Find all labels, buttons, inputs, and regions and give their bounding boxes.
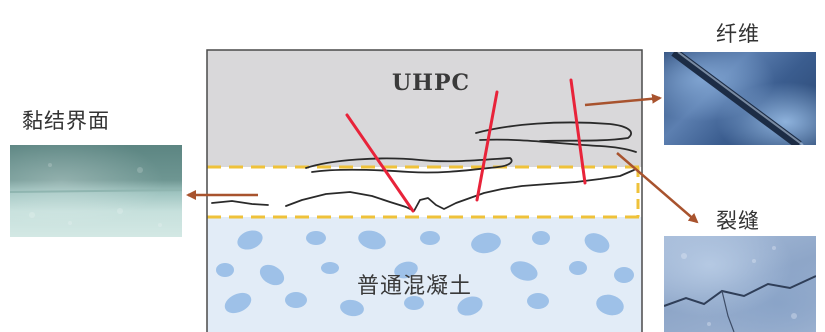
concrete-label: 普通混凝土 (357, 274, 473, 299)
crack-label: 裂缝 (716, 209, 760, 233)
interface-zone (207, 167, 642, 217)
arrow-to-fiber (584, 93, 662, 107)
arrow-to-crack (616, 152, 699, 224)
crack-lines (211, 121, 637, 212)
fiber-label: 纤维 (716, 22, 760, 46)
uhpc-layer (207, 50, 642, 167)
crack-photo (664, 236, 816, 332)
interface-photo (10, 145, 182, 237)
fiber-photo (664, 52, 816, 145)
interface-label: 黏结界面 (22, 109, 110, 133)
steel-fibers (345, 78, 587, 213)
aggregate-particles (216, 230, 634, 317)
uhpc-label: UHPC (392, 70, 471, 96)
